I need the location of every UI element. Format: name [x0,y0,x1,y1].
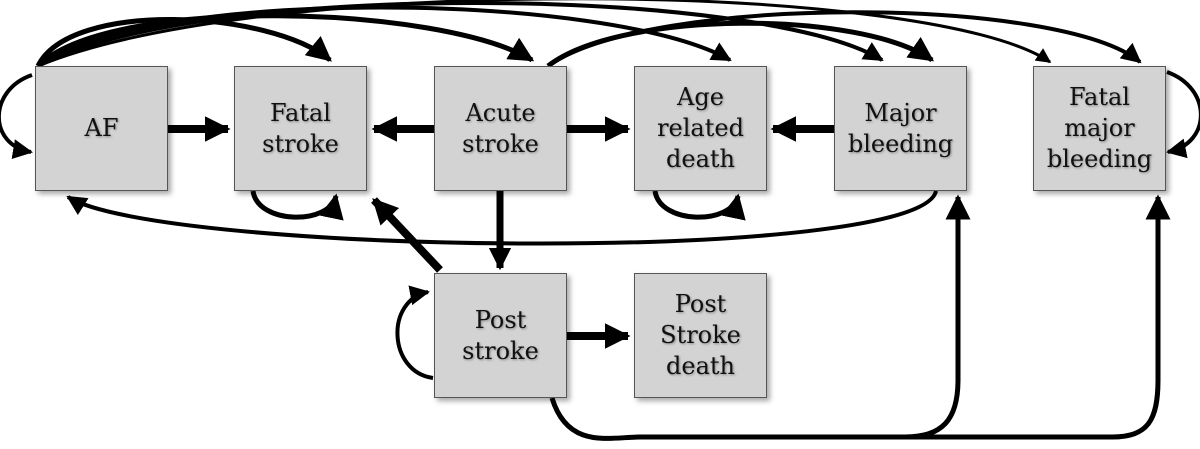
state-age-related-death: Age related death [634,66,767,191]
state-fatal-stroke: Fatal stroke [234,66,367,191]
self-loop-age-death [652,190,746,221]
arrow-acute-to-major-bleeding-arc [546,20,935,68]
state-af-label: AF [84,114,119,142]
arrow-major-bleeding-to-af-arc [66,190,938,246]
self-loop-fatal-stroke [250,190,344,221]
state-major-bleeding: Major bleeding [834,66,967,191]
self-loop-post-stroke [395,285,434,380]
arrow-af-to-fatal-major-bleeding-arc [37,0,1052,68]
state-post-stroke: Post stroke [434,273,567,398]
self-loop-af [0,73,33,159]
self-loop-fatal-major-bleeding [1166,70,1200,159]
state-fatal-stroke-label: Fatal stroke [262,98,339,158]
state-fatal-major-bleeding-label: Fatal major bleeding [1046,83,1153,173]
state-fatal-major-bleeding: Fatal major bleeding [1033,66,1166,191]
state-post-stroke-death: Post Stroke death [634,273,767,398]
state-age-related-death-label: Age related death [657,83,744,173]
state-acute-stroke: Acute stroke [434,66,567,191]
arrow-post-stroke-to-fatal-major-bleeding [905,194,1171,440]
arrow-af-to-major-bleeding-arc [37,1,884,68]
arrow-acute-to-fatal-major-bleeding-arc [546,10,1142,68]
arrow-post-stroke-to-major-bleeding [549,194,971,441]
arrow-af-to-age-death-arc [36,5,732,68]
arrow-post-stroke-to-fatal-stroke [371,197,443,273]
state-major-bleeding-label: Major bleeding [847,98,954,158]
state-acute-stroke-label: Acute stroke [462,98,539,158]
state-af: AF [35,66,168,191]
state-post-stroke-label: Post stroke [462,305,539,365]
state-post-stroke-death-label: Post Stroke death [660,290,741,380]
